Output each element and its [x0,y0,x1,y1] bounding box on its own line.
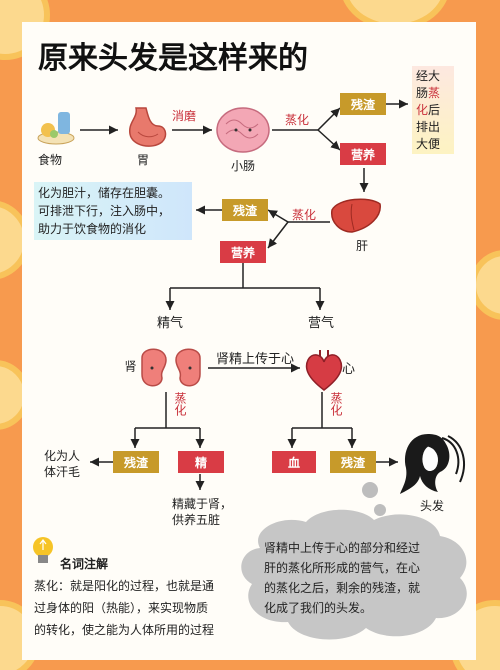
lightbulb-icon [33,537,53,563]
stool-note-line: 大便 [416,137,441,151]
bubble-line: 的蒸化之后，剩余的残渣，就 [264,581,421,595]
bile-note-line: 可排泄下行，注入肠中， [38,204,171,218]
glossary-line: 的转化，使之能为人体所用的过程 [34,623,215,637]
hair-label: 头发 [420,499,445,513]
liver-label: 肝 [356,239,369,253]
heart-label: 心 [342,362,356,377]
residue-box-top: 残渣 [340,93,386,115]
glossary-line: 蒸化：就是阳化的过程，也就是通 [34,579,215,593]
cloud-bubble [241,482,467,640]
bubble-line: 肾精中上传于心的部分和经过 [264,541,421,555]
food-label: 食物 [38,153,63,167]
stool-note-line: 经大 [416,69,441,83]
nutrient-box-top: 营养 [340,143,386,165]
yingqi-label: 营气 [308,316,335,331]
steam-label-heart: 蒸化 [329,392,343,416]
residue-box-kidney: 残渣 [113,451,159,473]
bile-note-line: 助力于饮食物的消化 [38,222,147,236]
essence-box: 精 [178,451,224,473]
bubble-line: 化成了我们的头发。 [264,601,373,615]
bile-note-line: 化为胆汁，储存在胆囊。 [38,186,171,200]
stool-note-line: 化后 [416,103,441,117]
liver-icon [331,198,381,233]
steam-label-top: 蒸化 [285,113,310,127]
heart-icon [305,350,343,391]
body-hair-line: 体汗毛 [44,465,81,479]
jingqi-label: 精气 [157,316,184,331]
store-note-line: 精藏于肾， [172,497,233,511]
nutrient-box-liver: 营养 [220,241,266,263]
steam-label-kidney: 蒸化 [173,392,187,416]
residue-box-heart: 残渣 [330,451,376,473]
page-title: 原来头发是这样来的 [38,41,308,76]
stool-note: 经大 肠蒸 化后 排出 大便 [412,66,454,154]
bubble-line: 肝的蒸化所形成的营气，在心 [264,561,421,575]
hair-icon [400,434,465,494]
body-hair-line: 化为人 [44,449,81,463]
small-intestine-icon [216,107,270,153]
digest-label: 消磨 [172,109,197,123]
glossary-line: 过身体的阳（热能），来实现物质 [34,601,209,615]
stomach-icon [129,107,167,147]
store-note-line: 供养五脏 [172,513,221,527]
stool-note-line: 肠蒸 [416,86,441,100]
kidney-icon [141,348,201,387]
stool-note-line: 排出 [416,120,441,134]
up-to-heart-label: 肾精上传于心 [216,352,295,367]
bile-note [34,182,192,240]
kidney-label: 肾 [123,360,137,372]
glossary-heading: 名词注解 [60,557,109,571]
blood-box: 血 [272,451,316,473]
small-intestine-label: 小肠 [231,159,256,173]
food-icon [37,112,75,145]
residue-box-liver: 残渣 [222,199,268,221]
stomach-label: 胃 [137,153,150,167]
steam-label-liver: 蒸化 [292,208,317,222]
